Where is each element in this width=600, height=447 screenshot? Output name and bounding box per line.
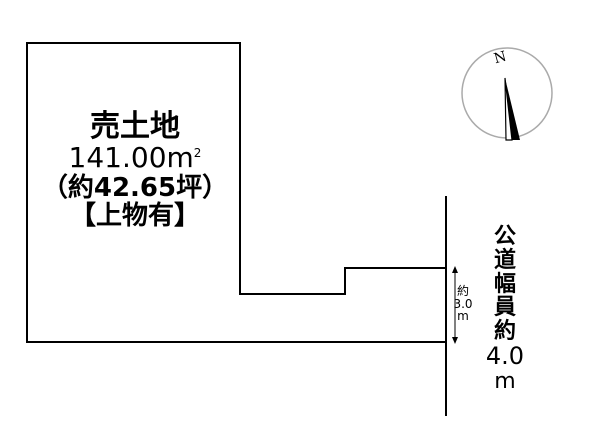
road-char: 公 xyxy=(493,224,516,249)
compass-needle-outline xyxy=(504,77,513,141)
compass-needle-icon xyxy=(505,78,520,140)
frontage-dimension xyxy=(452,266,458,344)
frontage-label: 約 3.0 m xyxy=(453,285,473,323)
frontage-label-line3: m xyxy=(457,309,469,324)
lot-boundary xyxy=(26,42,447,343)
road-width-unit: m xyxy=(494,368,516,394)
road-width-value: 4.0 xyxy=(485,341,525,370)
road-char: 約 xyxy=(493,319,516,344)
lot-area: 141.00m2 xyxy=(30,141,240,174)
road-char: 幅 xyxy=(493,271,516,297)
lot-area-value: 141.00m xyxy=(68,141,194,174)
lot-tsubo: （約42.65坪） xyxy=(41,172,229,203)
road-label: 公 道 幅 員 約 4.0 m xyxy=(485,225,525,393)
frontage-label-line2: 3.0 xyxy=(453,296,473,311)
lot-area-superscript: 2 xyxy=(193,146,202,160)
lot-label: 売土地 141.00m2 （約42.65坪） 【上物有】 xyxy=(30,110,240,231)
road-char: 道 xyxy=(493,247,516,273)
compass-north-label: N xyxy=(492,49,508,68)
lot-structure-note: 【上物有】 xyxy=(69,201,200,232)
compass: N xyxy=(461,47,553,141)
road-char: 員 xyxy=(493,295,516,321)
frontage-label-line1: 約 xyxy=(456,284,469,298)
lot-title: 売土地 xyxy=(90,109,180,144)
